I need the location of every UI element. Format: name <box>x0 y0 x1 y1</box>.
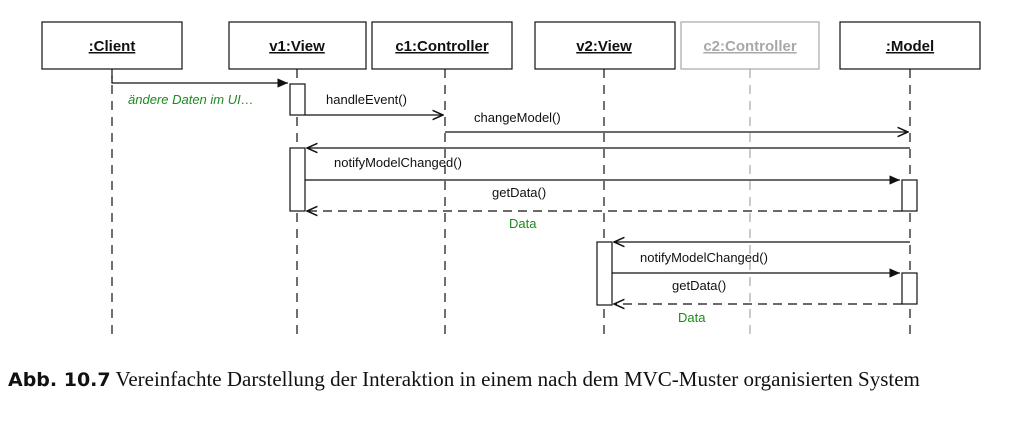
message-handle-event: handleEvent() <box>326 92 407 107</box>
participant-v2-view: v2:View <box>534 21 676 70</box>
participant-client-label: :Client <box>89 38 136 55</box>
message-getdata-2: getData() <box>672 278 726 293</box>
message-notify-v1: notifyModelChanged() <box>334 155 462 170</box>
participant-model-label: :Model <box>886 38 934 55</box>
figure-caption: Abb. 10.7 Vereinfachte Darstellung der I… <box>8 366 1018 394</box>
participant-c1-controller: c1:Controller <box>371 21 513 70</box>
message-data-1: Data <box>509 216 537 231</box>
figure-caption-text: Vereinfachte Darstellung der Interaktion… <box>115 367 920 391</box>
message-notify-v2: notifyModelChanged() <box>640 250 768 265</box>
participant-v1-view: v1:View <box>228 21 367 70</box>
arrow-client-to-v1 <box>111 76 288 88</box>
activation-v1-2 <box>289 147 306 212</box>
activation-model-1 <box>901 179 918 212</box>
sequence-diagram: :Client v1:View c1:Controller v2:View c2… <box>41 21 981 338</box>
participant-v1-view-label: v1:View <box>269 38 325 55</box>
message-data-2: Data <box>678 310 706 325</box>
participant-c1-controller-label: c1:Controller <box>395 38 489 55</box>
participant-c2-controller-label: c2:Controller <box>703 38 797 55</box>
activation-v1-1 <box>289 83 306 116</box>
message-aendere-daten: ändere Daten im UI… <box>128 92 254 107</box>
figure-number: Abb. 10.7 <box>8 369 111 391</box>
participant-client: :Client <box>41 21 183 70</box>
message-getdata-1: getData() <box>492 185 546 200</box>
message-change-model: changeModel() <box>474 110 561 125</box>
activation-model-2 <box>901 272 918 305</box>
participant-model: :Model <box>839 21 981 70</box>
participant-v2-view-label: v2:View <box>576 38 632 55</box>
participant-c2-controller: c2:Controller <box>680 21 820 70</box>
activation-v2 <box>596 241 613 306</box>
